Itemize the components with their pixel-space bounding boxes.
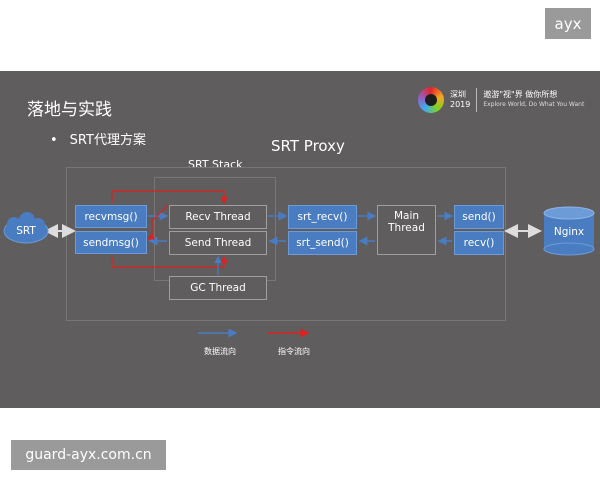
logo-city: 深圳	[450, 90, 466, 99]
logo-slogan-en: Explore World, Do What You Want	[483, 101, 585, 108]
send-thread-box: Send Thread	[169, 231, 267, 255]
logo-year: 2019	[450, 100, 471, 109]
bullet-dot-icon: •	[50, 133, 58, 148]
main-thread-label-line2: Thread	[388, 222, 425, 234]
watermark-top: ayx	[545, 8, 591, 39]
srt-cloud-icon	[3, 212, 49, 244]
gc-thread-box: GC Thread	[169, 276, 267, 300]
event-logo: 深圳 2019 遨游"视"界 做你所想 Explore World, Do Wh…	[418, 87, 584, 113]
main-thread-box: Main Thread	[377, 205, 436, 255]
send-box: send()	[454, 205, 504, 229]
srt-node-label: SRT	[16, 225, 36, 237]
logo-divider	[476, 88, 478, 112]
watermark-bottom: guard-ayx.com.cn	[11, 440, 166, 470]
legend-data-flow: 数据流向	[204, 347, 236, 356]
nginx-database-icon	[543, 206, 595, 256]
logo-city-block: 深圳 2019	[450, 90, 470, 110]
logo-slogan-block: 遨游"视"界 做你所想 Explore World, Do What You W…	[483, 90, 584, 110]
main-thread-label-line1: Main	[393, 210, 420, 222]
recvmsg-box: recvmsg()	[75, 205, 147, 228]
proxy-frame	[66, 167, 506, 321]
bullet-text: SRT代理方案	[69, 133, 146, 148]
legend-command-flow: 指令流向	[278, 347, 310, 356]
sendmsg-box: sendmsg()	[75, 231, 147, 254]
logo-slogan: 遨游"视"界 做你所想	[483, 90, 558, 99]
srt-send-box: srt_send()	[288, 231, 357, 255]
slide: 落地与实践 • SRT代理方案 深圳 2019 遨游"视"界 做你所想 Explo…	[0, 71, 600, 408]
slide-title: 落地与实践	[27, 100, 112, 120]
diagram-title: SRT Proxy	[271, 137, 345, 155]
diagram-connectors	[3, 190, 595, 338]
srt-recv-box: srt_recv()	[288, 205, 357, 229]
recv-box: recv()	[454, 231, 504, 255]
nginx-node-label: Nginx	[553, 226, 585, 238]
recv-thread-box: Recv Thread	[169, 205, 267, 229]
logo-circle-icon	[418, 87, 444, 113]
bullet-item: • SRT代理方案	[50, 129, 146, 148]
